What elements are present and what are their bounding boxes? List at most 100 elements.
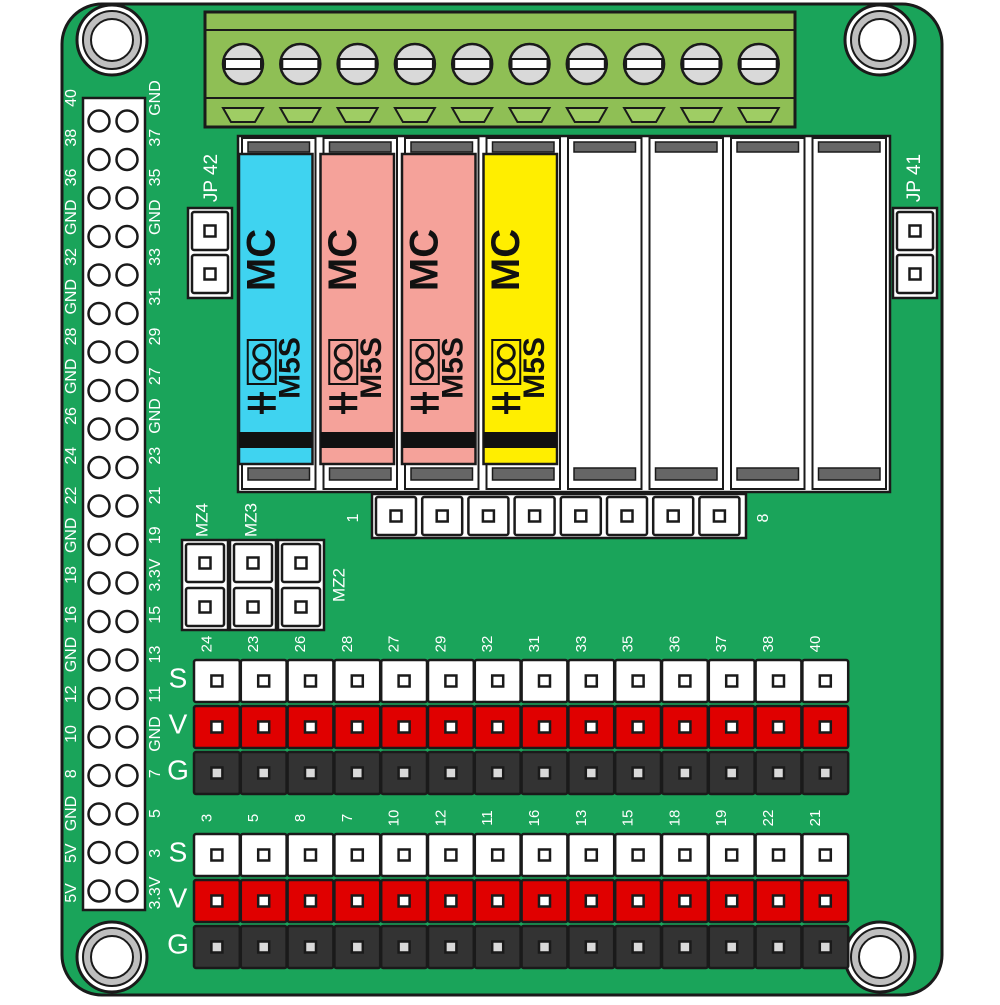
servo-pin-label: 11 [479, 810, 496, 826]
servo-pin [192, 924, 242, 970]
servo-pin-label: 18 [666, 810, 683, 827]
terminal-wire-entry [507, 107, 552, 123]
pin-square [678, 940, 692, 954]
servo-pin-label: 21 [807, 810, 824, 827]
gpio-label-right: 21 [147, 487, 164, 505]
pin-square [724, 894, 739, 908]
servo-pin [473, 878, 522, 924]
gpio-pin [87, 686, 111, 711]
gpio-pin [87, 109, 111, 133]
gpio-label-right: 27 [147, 367, 164, 385]
pin-square [198, 600, 212, 614]
pin-square [350, 720, 365, 734]
gpio-label-left: 5V [63, 843, 80, 863]
servo-pin [192, 878, 242, 924]
pin-square [908, 224, 922, 238]
socket-contact [491, 141, 555, 153]
servo-pin-label: 33 [573, 636, 590, 653]
servo-pin [426, 878, 476, 924]
gpio-label-right: 11 [147, 686, 164, 703]
servo-pin [707, 878, 756, 924]
relay-brand: MC [402, 229, 446, 291]
pin-square [397, 766, 411, 780]
servo-pin [286, 832, 335, 878]
relay-header-pin [698, 495, 741, 537]
pin-square [444, 766, 458, 780]
servo-pin [426, 924, 476, 970]
pin-square [537, 894, 552, 908]
socket-contact [654, 467, 718, 481]
pin-square [574, 509, 588, 523]
relay-slot [730, 137, 806, 490]
gpio-pin [115, 840, 139, 865]
pin-square [350, 766, 365, 780]
mz-pin [184, 586, 226, 628]
servo-pin-label: 37 [713, 636, 730, 653]
socket-contact [654, 141, 718, 153]
relay-band [239, 432, 313, 448]
relay-header-pin [420, 495, 464, 537]
terminal-screw [622, 42, 666, 86]
gpio-pin [87, 725, 111, 749]
servo-pin [333, 832, 382, 878]
gpio-label-left: 40 [63, 89, 80, 107]
terminal-wire-entry [565, 107, 609, 123]
socket-contact [410, 141, 474, 153]
relay-logo [409, 339, 440, 414]
mz-pin [184, 542, 226, 584]
socket-contact [573, 141, 637, 153]
pin-square [818, 674, 833, 688]
servo-pin [660, 750, 710, 796]
terminal-wire-entry [221, 107, 265, 123]
terminal-wire-entry [278, 107, 323, 123]
mz-pin [280, 542, 322, 584]
gpio-pin [87, 455, 111, 480]
servo-pin [660, 878, 710, 924]
relay-band [320, 432, 394, 448]
servo-pin [707, 704, 756, 750]
servo-pin-label: 5 [245, 814, 262, 822]
gpio-pin [115, 455, 139, 480]
pin-square [771, 894, 786, 908]
servo-pin [660, 924, 710, 970]
terminal-wire-entry [679, 107, 724, 123]
pin-square [537, 720, 552, 734]
pin-square [584, 940, 599, 954]
jp41-label: JP 41 [904, 154, 925, 202]
servo-pin-label: 32 [479, 636, 496, 653]
gpio-pin [115, 532, 139, 557]
pin-square [818, 720, 833, 734]
servo-pin [801, 878, 850, 924]
servo-pin [567, 878, 616, 924]
servo-pin-label: 36 [666, 636, 683, 653]
servo-pin [754, 832, 803, 878]
pin-square [818, 848, 833, 862]
socket-contact [328, 141, 392, 153]
terminal-screw [565, 42, 609, 86]
gpio-label-left: 10 [63, 725, 80, 743]
pin-square [256, 720, 271, 734]
relay-slot [811, 137, 887, 490]
mz2-label: MZ2 [329, 568, 348, 602]
pin-square [771, 848, 786, 862]
servo-pin [333, 704, 382, 750]
relay-model: M5S [274, 337, 307, 399]
pin-square [210, 720, 224, 734]
socket-contact [328, 467, 392, 481]
servo-pin [613, 924, 663, 970]
servo-pin-label: 7 [339, 814, 356, 822]
servo-pin [379, 878, 429, 924]
mz4-label: MZ4 [192, 503, 211, 537]
pin-square [210, 848, 224, 862]
gpio-pin [115, 609, 139, 634]
gpio-label-right: GND [147, 199, 164, 235]
jumper-jp42: JP 42 [186, 154, 234, 300]
servo-pin [567, 832, 616, 878]
mounting-hole [843, 920, 917, 994]
relay-logo [491, 339, 522, 414]
servo-pin [286, 704, 335, 750]
relay-header-last-label: 8 [755, 513, 772, 522]
